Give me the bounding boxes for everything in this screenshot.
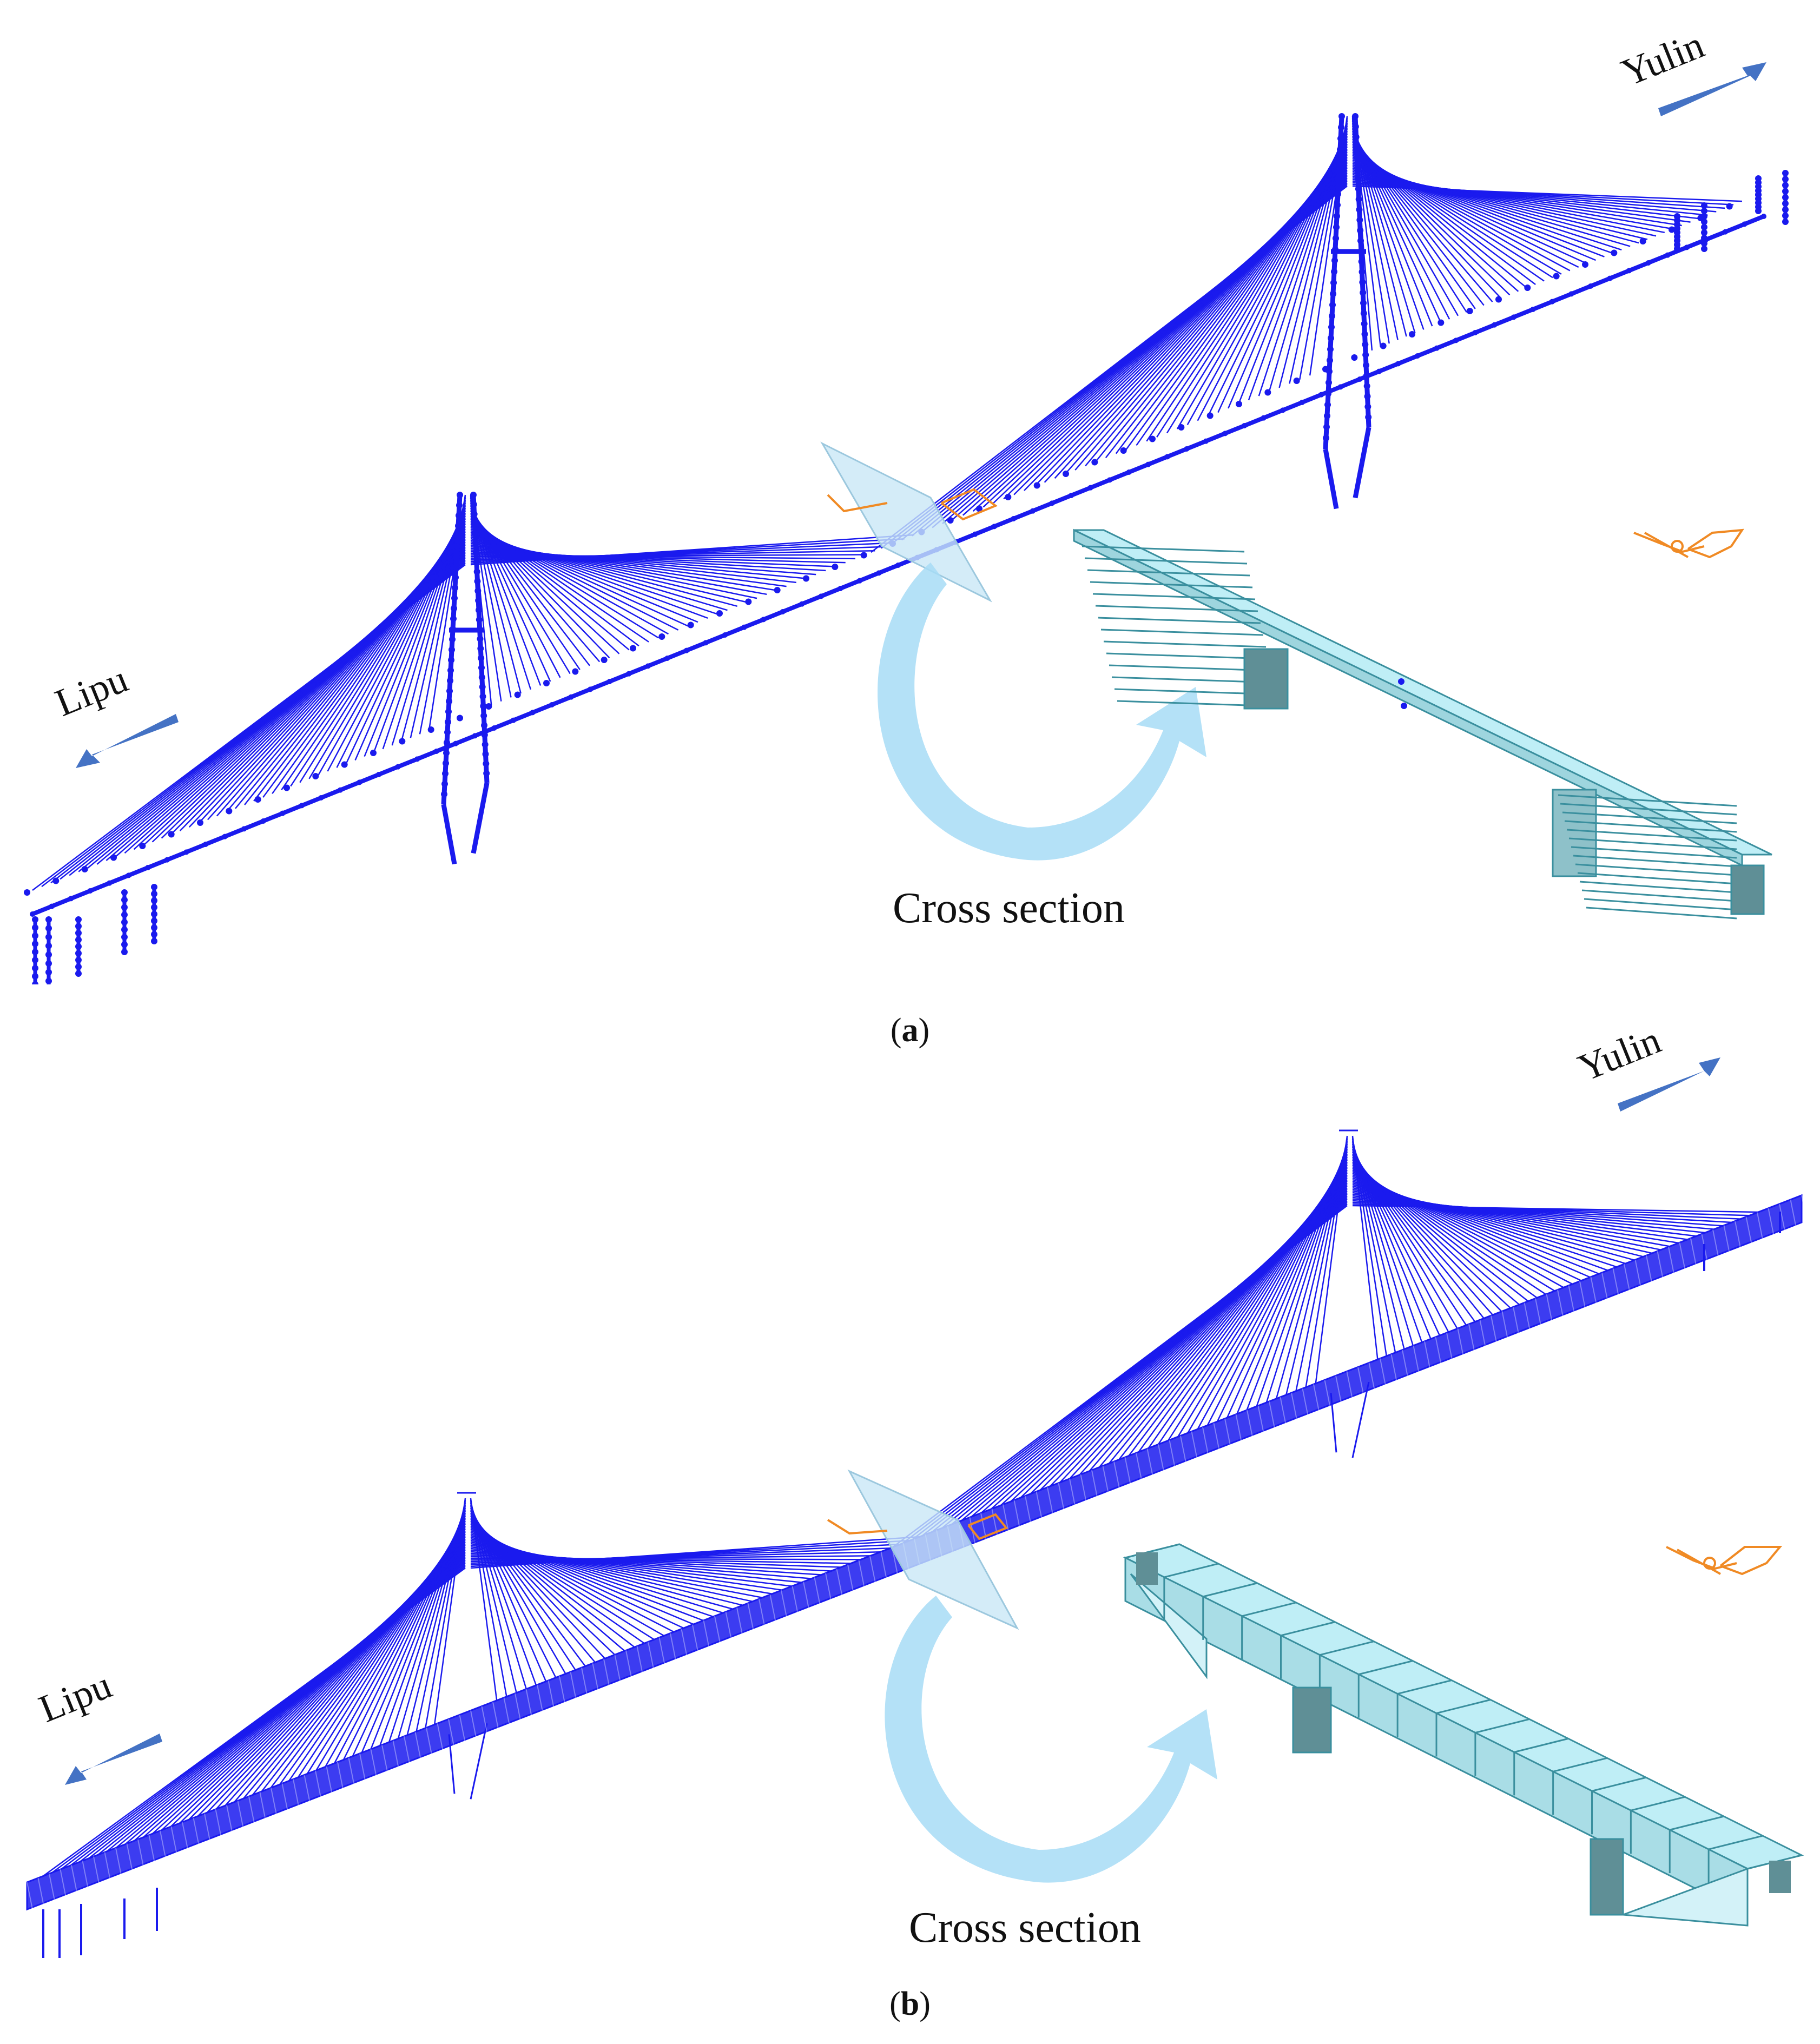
cross-section-girder bbox=[1073, 528, 1772, 920]
section-icon-small bbox=[827, 1513, 1008, 1540]
pylons bbox=[441, 113, 1372, 865]
arrow-right-icon bbox=[1658, 62, 1766, 116]
cross-section-label: Cross section bbox=[909, 1904, 1141, 1952]
label-lipu: Lipu bbox=[49, 657, 134, 725]
stay-cables bbox=[32, 116, 1743, 891]
cross-section-girder bbox=[1123, 1543, 1804, 1927]
cross-section-label: Cross section bbox=[893, 884, 1125, 932]
cut-plane bbox=[820, 441, 992, 603]
caption-b: (b) bbox=[889, 1986, 931, 2022]
section-icon bbox=[1633, 528, 1744, 559]
stay-cables bbox=[43, 1129, 1759, 1877]
caption-a: (a) bbox=[890, 1012, 930, 1049]
label-yulin: Yulin bbox=[1572, 1028, 1667, 1090]
cross-section-curve-arrow bbox=[878, 563, 1206, 861]
section-icon-small bbox=[827, 488, 998, 521]
label-yulin: Yulin bbox=[1615, 23, 1710, 95]
cross-section-curve-arrow bbox=[885, 1596, 1217, 1883]
label-lipu: Lipu bbox=[33, 1663, 117, 1731]
arrow-left-icon bbox=[65, 1734, 162, 1785]
deck-nodes bbox=[24, 191, 1766, 917]
panel-b: Lipu Yulin Cross section (b) bbox=[0, 1028, 1820, 2022]
section-icon bbox=[1666, 1546, 1783, 1576]
piers bbox=[32, 170, 1789, 984]
cut-plane bbox=[847, 1469, 1019, 1630]
bridge-model-spine-diagram: Lipu Yulin Cross section bbox=[24, 23, 1789, 984]
panel-a: Lipu Yulin Cross section (a) bbox=[0, 0, 1820, 1049]
arrow-right-icon bbox=[1618, 1057, 1720, 1112]
piers bbox=[42, 1212, 1781, 1958]
arrow-left-icon bbox=[76, 714, 179, 768]
bridge-model-grillage-diagram: Lipu Yulin Cross section bbox=[26, 1028, 1808, 1958]
